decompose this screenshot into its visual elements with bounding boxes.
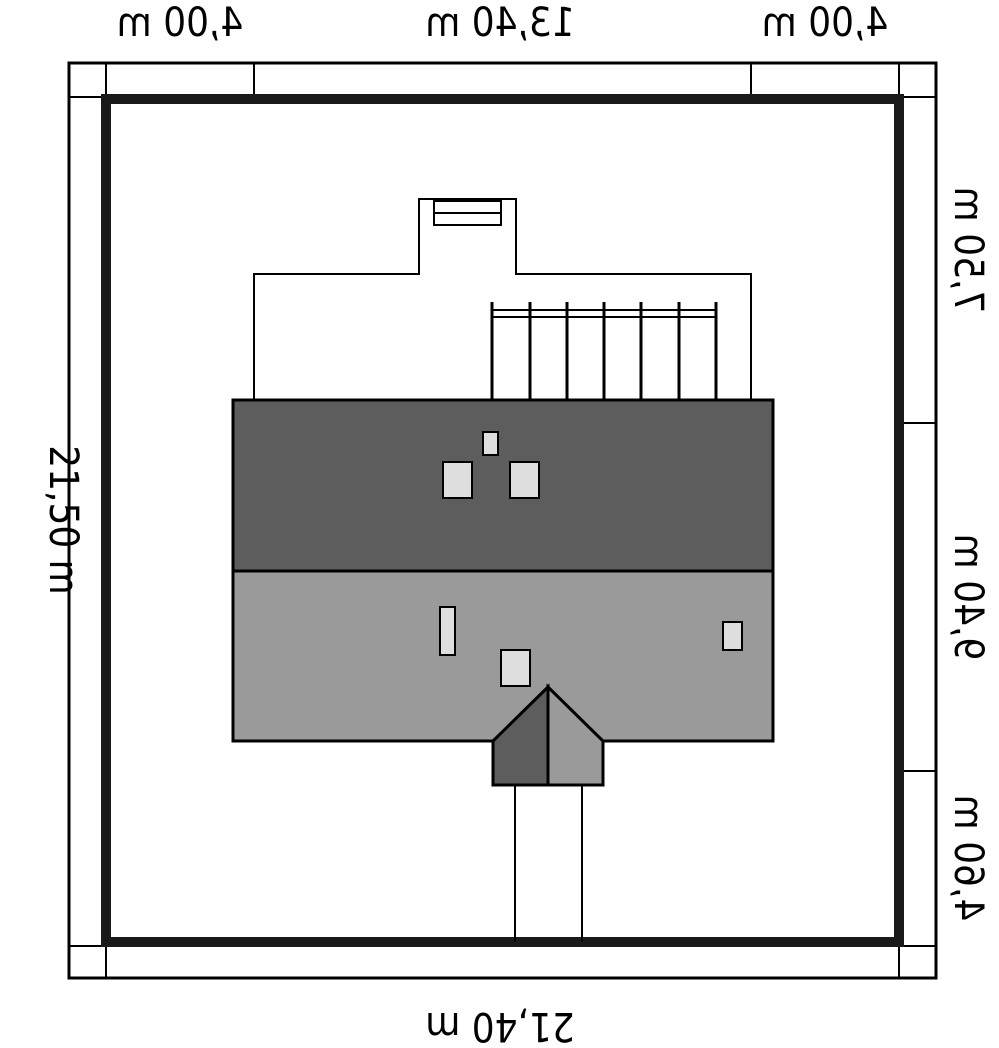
dim-right-middle: 9,40 m [945,534,991,661]
pergola [490,302,718,400]
dim-bottom: 21,40 m [425,1003,574,1048]
rear-extension-outline [253,198,752,400]
building-zone-boundary [101,94,904,947]
roof-window [500,649,531,687]
entrance-canopy-right [546,683,605,787]
dim-top-right: 4,00 m [762,0,889,46]
plot-outer-boundary [67,61,938,980]
roof-window [509,461,540,499]
roof-window [722,621,743,651]
dim-right-top: 7,50 m [945,187,991,314]
roof-north-slope [231,398,775,573]
roof-window [439,606,456,656]
dim-right-bottom: 4,60 m [945,795,991,922]
roof-window [482,431,499,456]
dim-top-middle: 13,40 m [425,0,574,46]
dim-top-left: 4,00 m [117,0,244,46]
roof-window [442,461,473,499]
dim-left: 21,50 m [40,445,86,594]
